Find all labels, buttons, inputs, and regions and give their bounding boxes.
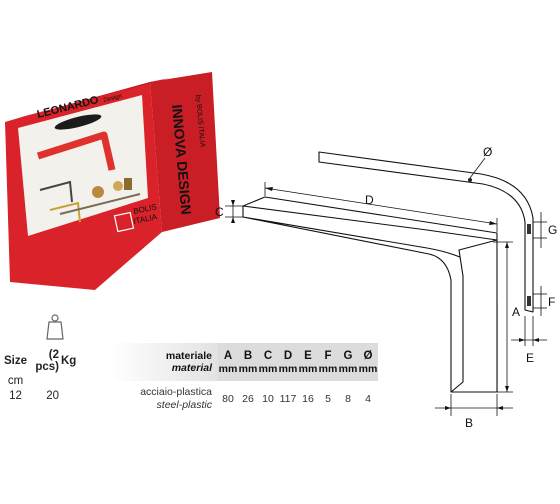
weight-icon bbox=[46, 314, 64, 340]
dimension-value: 5 bbox=[325, 393, 331, 405]
dimension-label-f: F bbox=[548, 295, 555, 309]
weight-header: (2 pcs) bbox=[35, 349, 59, 373]
small-bracket-icon bbox=[39, 180, 73, 203]
product-box-image: LEONARDO Design INNOVA DESIGN by BOLIS I… bbox=[5, 72, 220, 290]
bracket-technical-drawing: D C A B E F G Ø bbox=[215, 145, 557, 430]
maker-logo-icon bbox=[113, 211, 135, 233]
dimension-label-e: E bbox=[526, 351, 534, 365]
small-bracket-icon bbox=[49, 201, 81, 223]
dimension-value: 117 bbox=[279, 393, 297, 405]
size-value: 12 bbox=[9, 389, 22, 402]
material-header-it: materiale bbox=[165, 350, 212, 362]
side-maker-text: by BOLIS ITALIA bbox=[194, 95, 206, 149]
material-header-en: material bbox=[171, 362, 212, 374]
size-table-unit-row: cm bbox=[2, 373, 95, 388]
size-unit: cm bbox=[7, 374, 24, 387]
weight-unit-header: Kg bbox=[61, 355, 77, 367]
shelf-line bbox=[59, 193, 141, 215]
dimension-label-c: C bbox=[215, 205, 224, 219]
dimension-label-d: D bbox=[365, 193, 374, 207]
dimension-value: 16 bbox=[302, 393, 314, 405]
back-flange bbox=[318, 151, 534, 313]
mount-slot-top bbox=[527, 224, 531, 234]
dimension-value: 8 bbox=[345, 393, 351, 405]
box-side-face bbox=[150, 72, 220, 232]
dimension-label-b: B bbox=[465, 416, 473, 430]
size-weight-table: Size (2 pcs) Kg cm 12 20 bbox=[2, 349, 95, 403]
dimension-label-hole: Ø bbox=[483, 145, 492, 159]
hole-marker-icon bbox=[468, 178, 472, 182]
dimension-value: 26 bbox=[242, 393, 254, 405]
material-name: acciaio-plastica steel-plastic bbox=[110, 381, 218, 417]
size-table-header-row: Size (2 pcs) Kg bbox=[2, 349, 95, 373]
hanging-slot bbox=[54, 114, 102, 130]
material-name-en: steel-plastic bbox=[156, 399, 212, 411]
material-table-value-row: acciaio-plastica steel-plastic 80 26 10 … bbox=[110, 381, 378, 417]
material-header: materiale material bbox=[110, 343, 218, 381]
decor-item-icon bbox=[124, 178, 132, 190]
dimension-value: 80 bbox=[222, 393, 234, 405]
mount-slot-bottom bbox=[527, 296, 531, 306]
top-flange bbox=[242, 196, 498, 241]
dimension-value: 10 bbox=[262, 393, 274, 405]
red-bracket-icon bbox=[36, 131, 116, 171]
brand-sub-text: Design bbox=[103, 94, 123, 104]
decor-item-icon bbox=[113, 181, 123, 191]
size-table-value-row: 12 20 bbox=[2, 388, 95, 403]
dimension-label-g: G bbox=[548, 223, 557, 237]
weight-value: 20 bbox=[46, 389, 59, 402]
size-header: Size bbox=[3, 355, 27, 367]
decor-item-icon bbox=[92, 186, 104, 198]
material-name-it: acciaio-plastica bbox=[140, 386, 212, 398]
dimension-value: 4 bbox=[365, 393, 371, 405]
dimension-label-a: A bbox=[512, 305, 520, 319]
